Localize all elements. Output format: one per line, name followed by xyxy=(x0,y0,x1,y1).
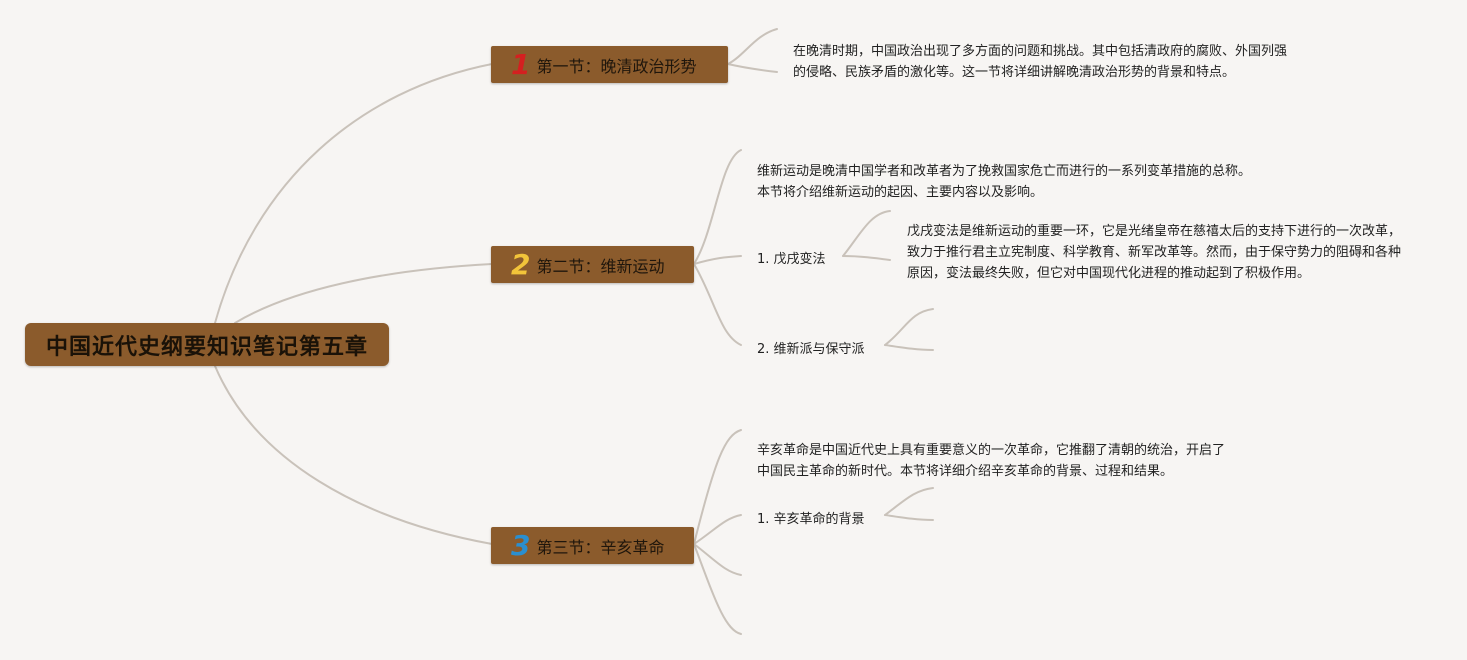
section-title-1: 第一节：晚清政治形势 xyxy=(536,56,697,76)
section-2-item-1[interactable]: 1. 戊戌变法 xyxy=(757,252,826,267)
section-number-1: 1 xyxy=(511,47,531,81)
section-3-item-1[interactable]: 1. 辛亥革命的背景 xyxy=(757,512,865,527)
section-title-2: 第二节：维新运动 xyxy=(536,256,665,276)
section-3-description[interactable]: 辛亥革命是中国近代史上具有重要意义的一次革命，它推翻了清朝的统治，开启了中国民主… xyxy=(757,443,1226,479)
section-number-3: 3 xyxy=(511,528,531,562)
topic-section-1[interactable]: 1 第一节：晚清政治形势 xyxy=(491,46,728,83)
section-2-item-1-description[interactable]: 戊戌变法是维新运动的重要一环，它是光绪皇帝在慈禧太后的支持下进行的一次改革，致力… xyxy=(907,224,1402,281)
root-title: 中国近代史纲要知识笔记第五章 xyxy=(45,334,368,360)
section-2-description[interactable]: 维新运动是晚清中国学者和改革者为了挽救国家危亡而进行的一系列变革措施的总称。本节… xyxy=(757,164,1252,200)
topic-section-3[interactable]: 3 第三节：辛亥革命 xyxy=(491,527,694,564)
section-2-item-2[interactable]: 2. 维新派与保守派 xyxy=(757,342,865,357)
section-number-2: 2 xyxy=(511,247,531,281)
root-topic[interactable]: 中国近代史纲要知识笔记第五章 xyxy=(25,323,389,366)
section-1-description[interactable]: 在晚清时期，中国政治出现了多方面的问题和挑战。其中包括清政府的腐败、外国列强的侵… xyxy=(793,44,1288,80)
section-title-3: 第三节：辛亥革命 xyxy=(536,537,665,557)
topic-section-2[interactable]: 2 第二节：维新运动 xyxy=(491,246,694,283)
